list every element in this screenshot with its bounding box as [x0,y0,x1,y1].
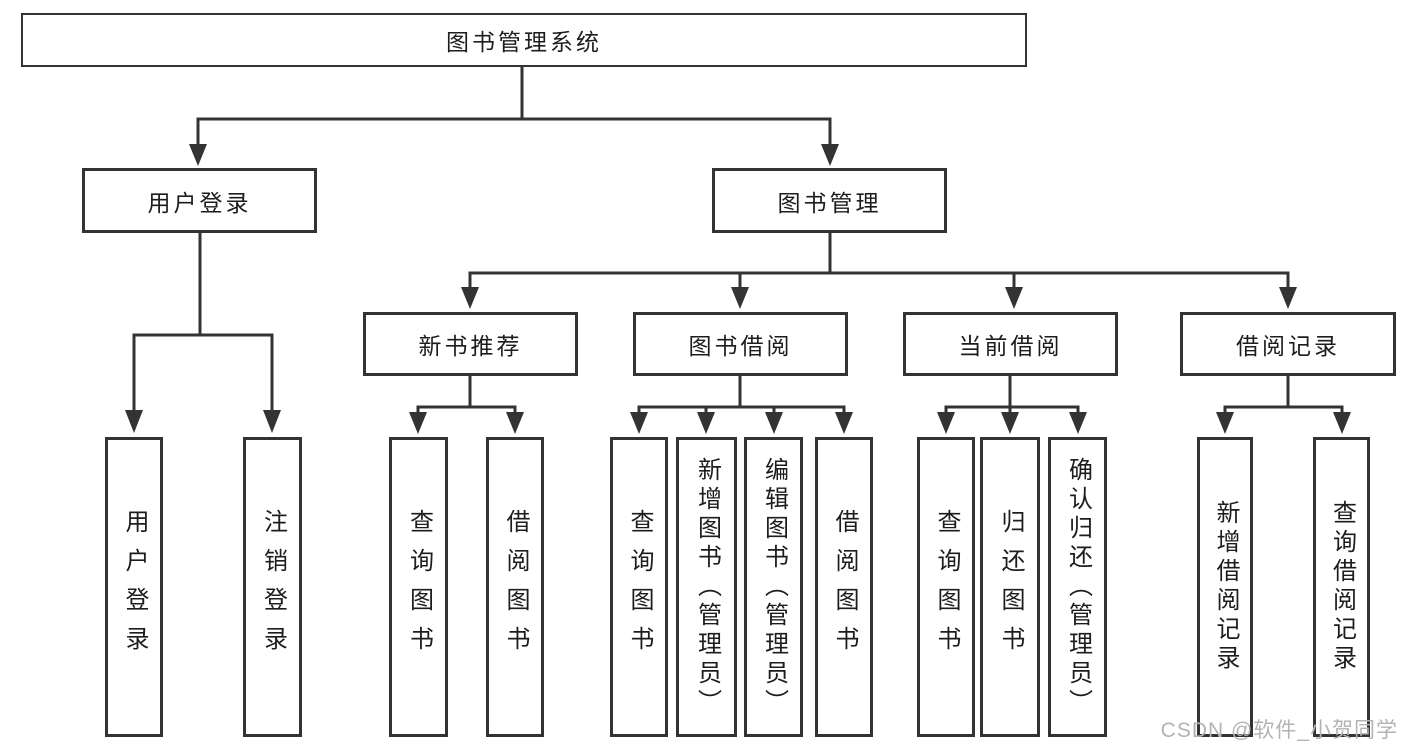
node-label: 新书推荐 [418,333,523,359]
node-new-book-recommendation: 新书推荐 [363,312,578,376]
leaf-edit-books-admin: 编辑图书（管理员） [744,437,803,737]
leaf-return-books: 归还图书 [980,437,1040,737]
node-user-login: 用户登录 [82,168,317,233]
node-library-management-system: 图书管理系统 [21,13,1027,67]
leaf-query-books-current: 查询图书 [917,437,975,737]
leaf-query-books-recommend: 查询图书 [389,437,448,737]
leaf-label: 用户登录 [121,509,148,665]
leaf-label: 新增借阅记录 [1212,500,1239,674]
node-label: 当前借阅 [958,333,1063,359]
leaf-label: 归还图书 [997,509,1024,665]
leaf-query-books-borrowing: 查询图书 [610,437,668,737]
leaf-user-login: 用户登录 [105,437,163,737]
node-label: 用户登录 [147,189,252,216]
leaf-label: 借阅图书 [831,509,858,665]
leaf-label: 确认归还（管理员） [1064,456,1092,718]
leaf-query-borrow-record: 查询借阅记录 [1313,437,1370,737]
leaf-add-books-admin: 新增图书（管理员） [676,437,737,737]
leaf-label: 编辑图书（管理员） [760,456,788,718]
leaf-borrow-books-recommend: 借阅图书 [486,437,544,737]
leaf-label: 查询图书 [405,509,433,665]
leaf-label: 查询图书 [933,509,960,665]
watermark-text: CSDN @软件_小贺同学 [1160,719,1398,742]
leaf-label: 查询图书 [626,509,653,665]
leaf-borrow-books: 借阅图书 [815,437,873,737]
leaf-label: 借阅图书 [502,509,529,665]
leaf-logout: 注销登录 [243,437,302,737]
node-label: 图书借阅 [688,333,793,359]
node-book-borrowing: 图书借阅 [633,312,848,376]
node-borrowing-records: 借阅记录 [1180,312,1396,376]
leaf-label: 新增图书（管理员） [693,456,721,718]
node-label: 图书管理 [777,189,882,216]
leaf-add-borrow-record: 新增借阅记录 [1197,437,1253,737]
node-book-management: 图书管理 [712,168,947,233]
leaf-label: 注销登录 [259,509,287,665]
node-current-borrowing: 当前借阅 [903,312,1118,376]
leaf-confirm-return-admin: 确认归还（管理员） [1048,437,1107,737]
leaf-label: 查询借阅记录 [1328,500,1356,674]
node-label: 图书管理系统 [446,29,602,55]
node-label: 借阅记录 [1236,333,1340,359]
